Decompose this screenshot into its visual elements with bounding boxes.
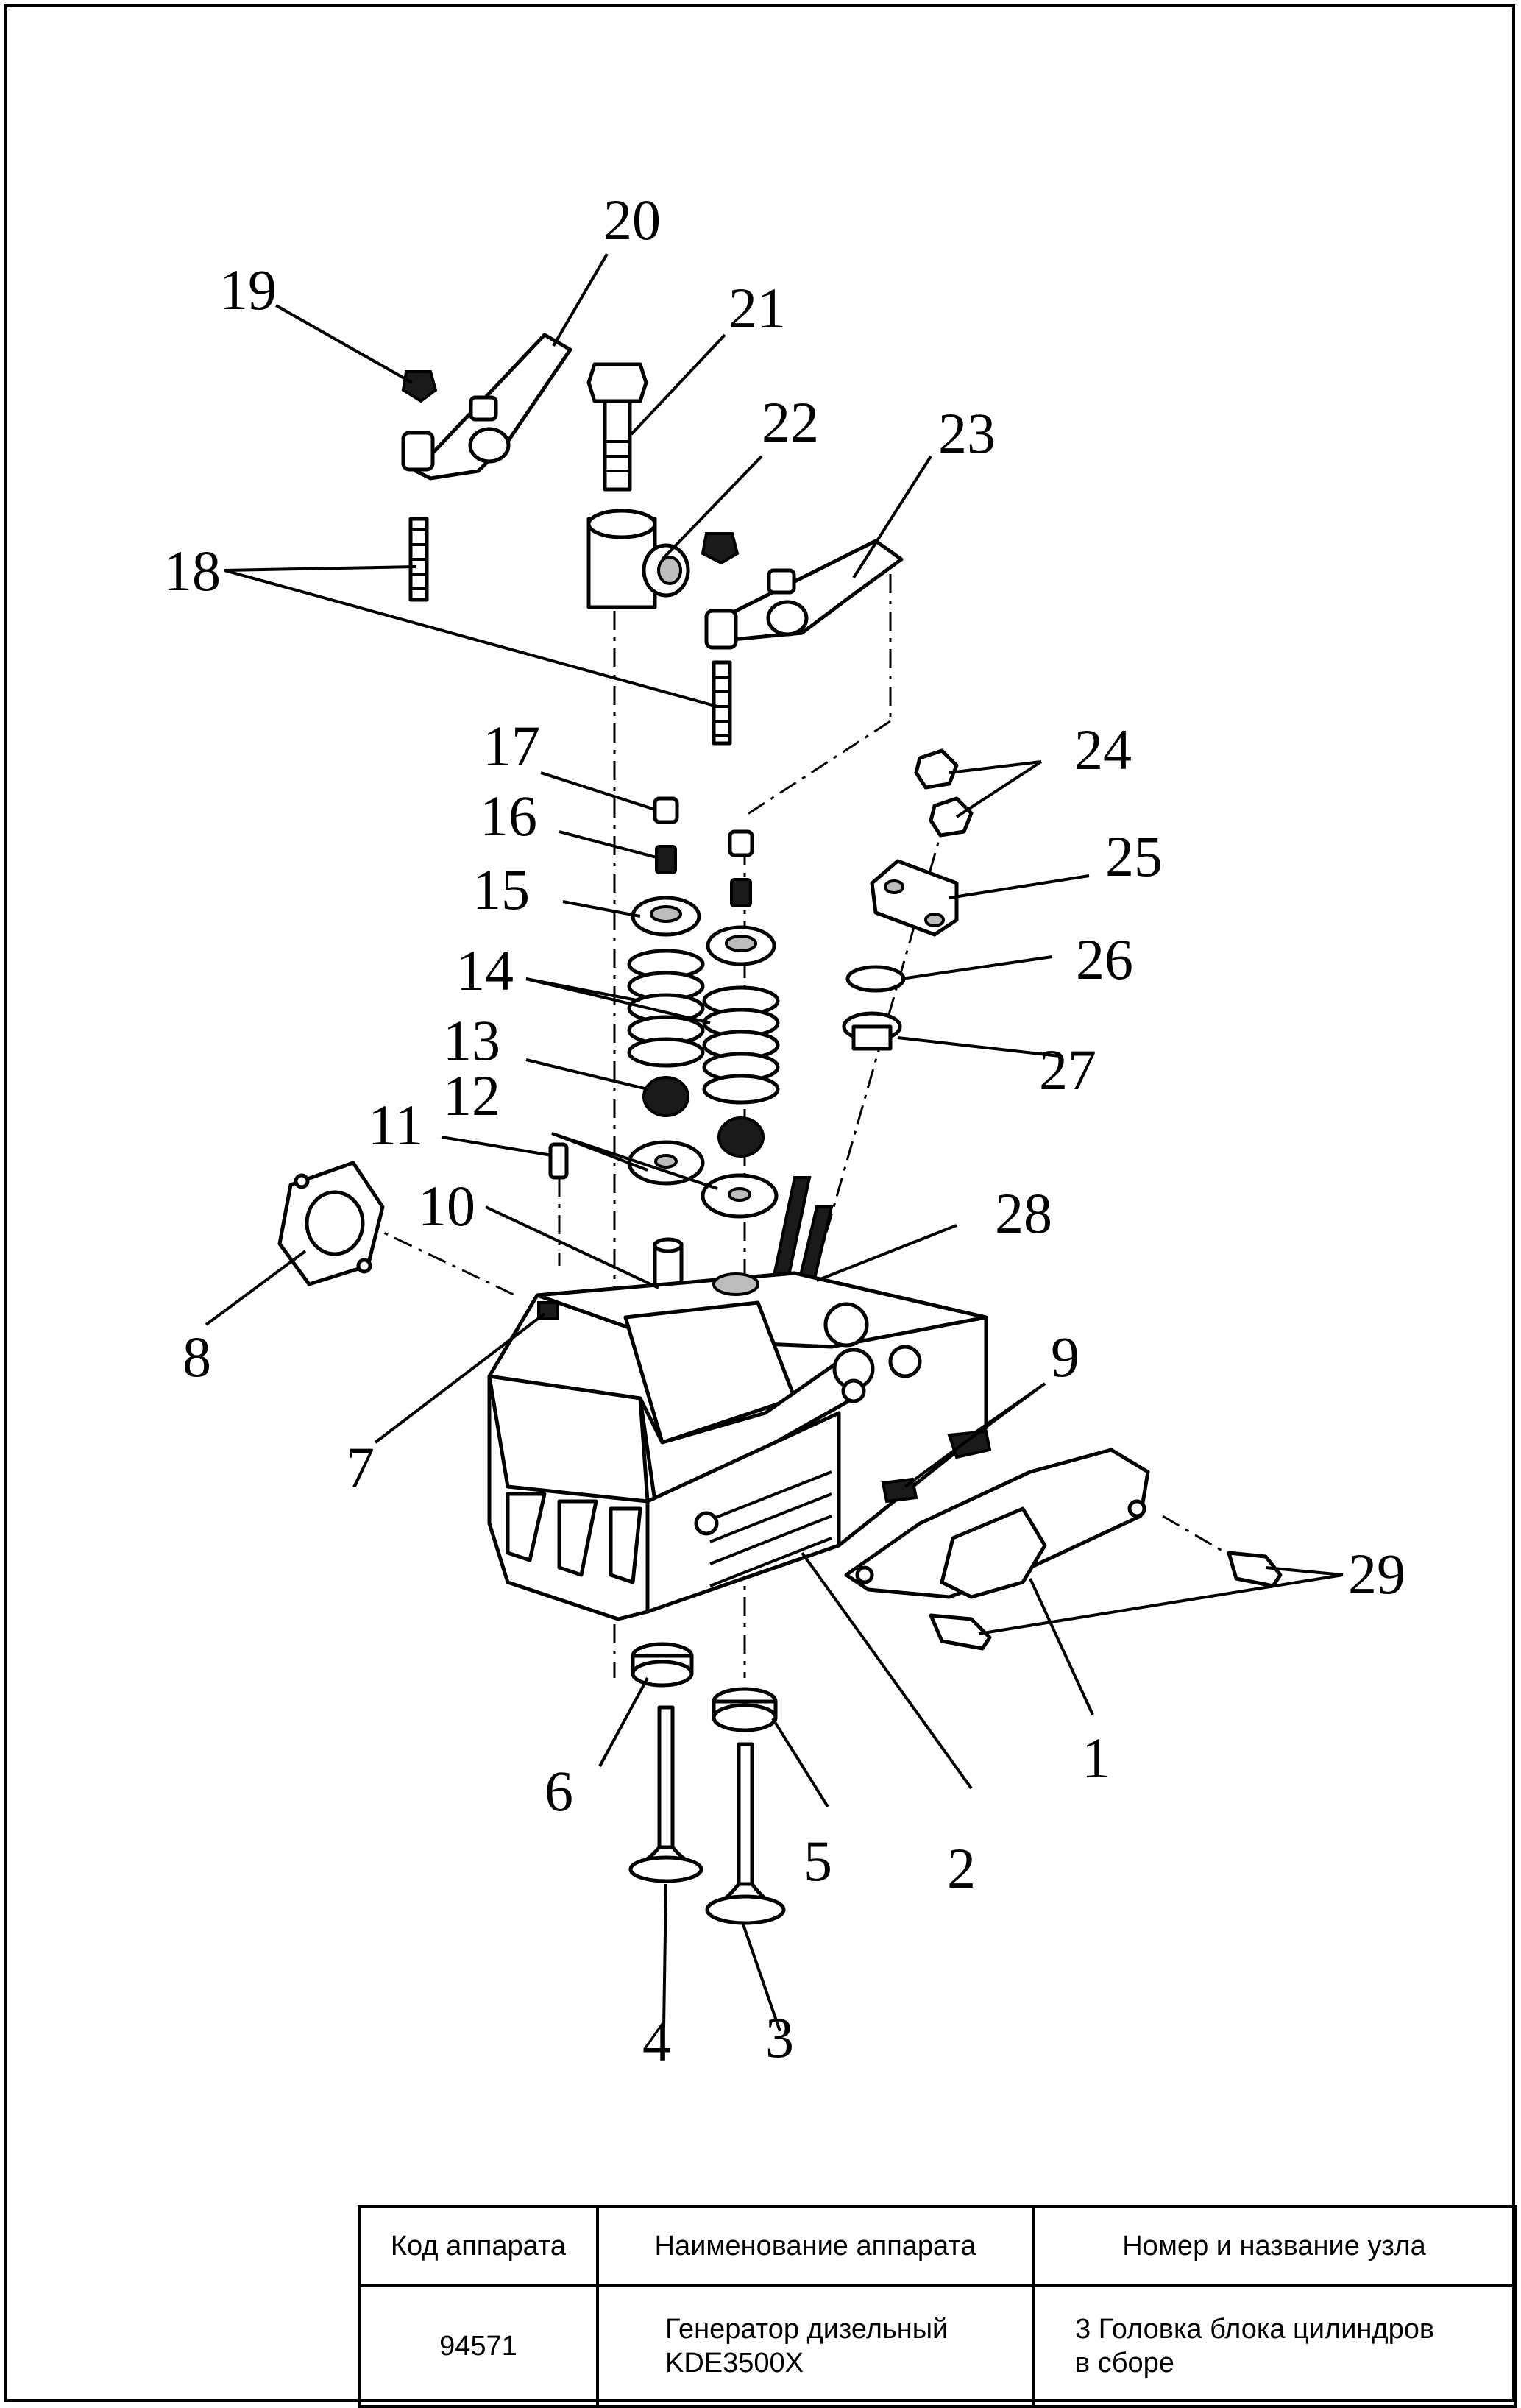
value-code: 94571 [358,2284,599,2408]
valve-stack-left [627,796,705,1186]
valve-stack-right [701,829,780,1219]
header-name: Наименование аппарата [596,2205,1035,2287]
callout-16: 16 [480,784,537,848]
rocker-support [586,509,690,609]
callout-4: 4 [642,2009,671,2073]
callout-25: 25 [1105,824,1163,888]
callout-14: 14 [456,938,514,1002]
exploded-view-diagram: 1 2 3 4 5 6 7 8 9 10 11 12 13 14 15 16 1… [163,188,1405,2073]
callout-18: 18 [163,539,221,603]
callout-8: 8 [182,1325,211,1389]
callout-2: 2 [947,1836,976,1900]
callout-9: 9 [1051,1325,1079,1389]
adjusting-screw-left [408,517,429,602]
callout-12: 12 [443,1063,500,1127]
callout-28: 28 [995,1181,1052,1245]
cylinder-head-body [487,1271,988,1621]
intake-gasket [277,1161,385,1286]
callout-numbers: 1 2 3 4 5 6 7 8 9 10 11 12 13 14 15 16 1… [163,188,1405,2073]
callout-10: 10 [418,1174,475,1238]
callout-20: 20 [603,188,661,252]
callout-13: 13 [443,1008,500,1072]
callout-1: 1 [1082,1726,1110,1790]
callout-leader-lines [205,252,1344,2032]
valve-seat-intake [631,1642,694,1688]
rocker-arm-left [401,333,572,481]
callout-3: 3 [765,2005,794,2069]
callout-22: 22 [762,390,819,454]
value-assembly-line1: 3 Головка блока цилиндров [1075,2314,1435,2345]
callout-21: 21 [728,276,786,340]
dowel-pin [548,1142,569,1180]
callout-17: 17 [483,714,540,778]
valve-seat-exhaust [712,1687,778,1732]
sealing-cup [842,1011,902,1051]
gasket-bolts [929,1551,1283,1651]
header-assembly: Номер и название узла [1032,2205,1517,2287]
callout-19: 19 [219,258,277,322]
callout-6: 6 [545,1759,573,1823]
callout-24: 24 [1074,718,1132,782]
value-name: Генератор дизельный KDE3500X [596,2284,1035,2408]
callout-26: 26 [1076,927,1133,991]
callout-29: 29 [1348,1542,1405,1606]
callout-27: 27 [1039,1038,1096,1102]
value-name-line1: Генератор дизельный [665,2314,949,2345]
stud-washer [845,965,906,993]
callout-15: 15 [472,857,530,921]
callout-11: 11 [368,1093,423,1157]
rocker-shaft-bolt [586,362,648,492]
intake-valve [628,1705,703,1883]
clamp-plate [870,859,959,937]
callout-5: 5 [804,1829,832,1893]
callout-23: 23 [938,401,996,465]
exhaust-valve [705,1742,786,1925]
title-block-table: Код аппарата Наименование аппарата Номер… [358,2205,1517,2408]
exhaust-gasket [844,1448,1150,1599]
value-assembly-line2: в сборе [1075,2348,1174,2379]
stud-nuts [914,748,974,838]
callout-7: 7 [346,1435,375,1499]
header-code: Код аппарата [358,2205,599,2287]
adjusting-screw-right [712,660,732,746]
value-assembly: 3 Головка блока цилиндров в сборе [1032,2284,1517,2408]
value-name-line2: KDE3500X [665,2348,804,2379]
